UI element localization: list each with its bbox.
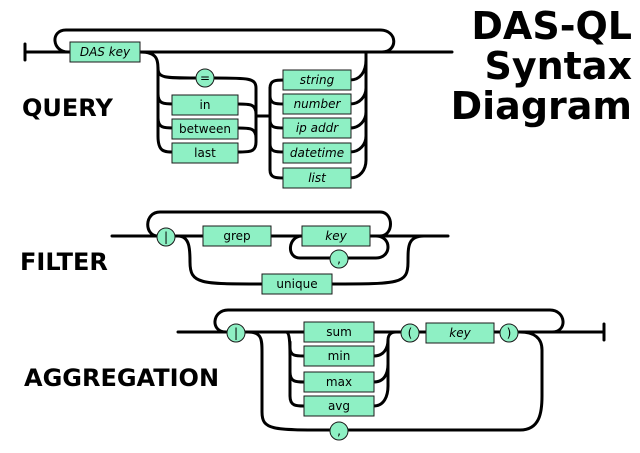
aggregation-comma: , bbox=[329, 421, 349, 441]
query-type-ip-addr: ip addr bbox=[282, 117, 352, 139]
section-label-filter: FILTER bbox=[20, 248, 108, 276]
title-line-2: Syntax bbox=[484, 44, 632, 88]
aggregation-avg: avg bbox=[303, 395, 375, 417]
section-label-aggregation: AGGREGATION bbox=[24, 364, 220, 392]
filter-pipe: | bbox=[156, 227, 176, 247]
diagram-title: DAS-QL Syntax Diagram bbox=[451, 6, 632, 126]
query-type-datetime: datetime bbox=[282, 142, 352, 164]
type-ip-addr-label: ip addr bbox=[296, 121, 339, 135]
type-list-label: list bbox=[308, 171, 327, 185]
aggregation-pipe: | bbox=[226, 323, 246, 343]
filter-grep-label: grep bbox=[223, 229, 250, 243]
query-type-string: string bbox=[282, 69, 352, 91]
type-string-label: string bbox=[300, 73, 335, 87]
query-operator-equals: = bbox=[195, 68, 215, 88]
query-type-number: number bbox=[282, 93, 352, 115]
aggregation-close-paren-label: ) bbox=[507, 326, 512, 340]
operator-between-label: between bbox=[179, 122, 231, 136]
query-type-list: list bbox=[282, 167, 352, 189]
aggregation-max-label: max bbox=[326, 375, 352, 389]
type-number-label: number bbox=[294, 97, 342, 111]
aggregation-key-label: key bbox=[449, 326, 471, 340]
aggregation-sum-label: sum bbox=[326, 325, 352, 339]
query-operator-between: between bbox=[171, 118, 239, 140]
query-tracks bbox=[23, 28, 454, 180]
title-line-3: Diagram bbox=[450, 84, 632, 128]
filter-pipe-label: | bbox=[164, 230, 168, 244]
query-das-key: DAS key bbox=[69, 41, 141, 63]
aggregation-open-paren: ( bbox=[400, 323, 420, 343]
operator-in-label: in bbox=[200, 98, 211, 112]
query-das-key-label: DAS key bbox=[80, 45, 131, 59]
filter-comma-label: , bbox=[337, 252, 341, 266]
aggregation-key: key bbox=[425, 322, 495, 344]
filter-key-label: key bbox=[325, 229, 347, 243]
aggregation-tracks bbox=[176, 308, 606, 432]
aggregation-open-paren-label: ( bbox=[408, 326, 413, 340]
type-datetime-label: datetime bbox=[290, 146, 344, 160]
section-label-query: QUERY bbox=[22, 94, 113, 122]
filter-tracks bbox=[110, 210, 450, 286]
aggregation-comma-label: , bbox=[337, 424, 341, 438]
aggregation-sum: sum bbox=[303, 321, 375, 343]
filter-comma: , bbox=[329, 249, 349, 269]
operator-last-label: last bbox=[194, 146, 216, 160]
aggregation-pipe-label: | bbox=[234, 326, 238, 340]
filter-unique: unique bbox=[261, 273, 333, 295]
aggregation-avg-label: avg bbox=[328, 399, 350, 413]
title-line-1: DAS-QL bbox=[471, 4, 632, 48]
query-operator-last: last bbox=[171, 142, 239, 164]
operator-equals-label: = bbox=[200, 71, 210, 85]
aggregation-close-paren: ) bbox=[499, 323, 519, 343]
filter-unique-label: unique bbox=[276, 277, 317, 291]
filter-key: key bbox=[301, 225, 371, 247]
aggregation-max: max bbox=[303, 371, 375, 393]
filter-grep: grep bbox=[202, 225, 272, 247]
query-operator-in: in bbox=[171, 94, 239, 116]
aggregation-min: min bbox=[303, 345, 375, 367]
aggregation-min-label: min bbox=[328, 349, 351, 363]
